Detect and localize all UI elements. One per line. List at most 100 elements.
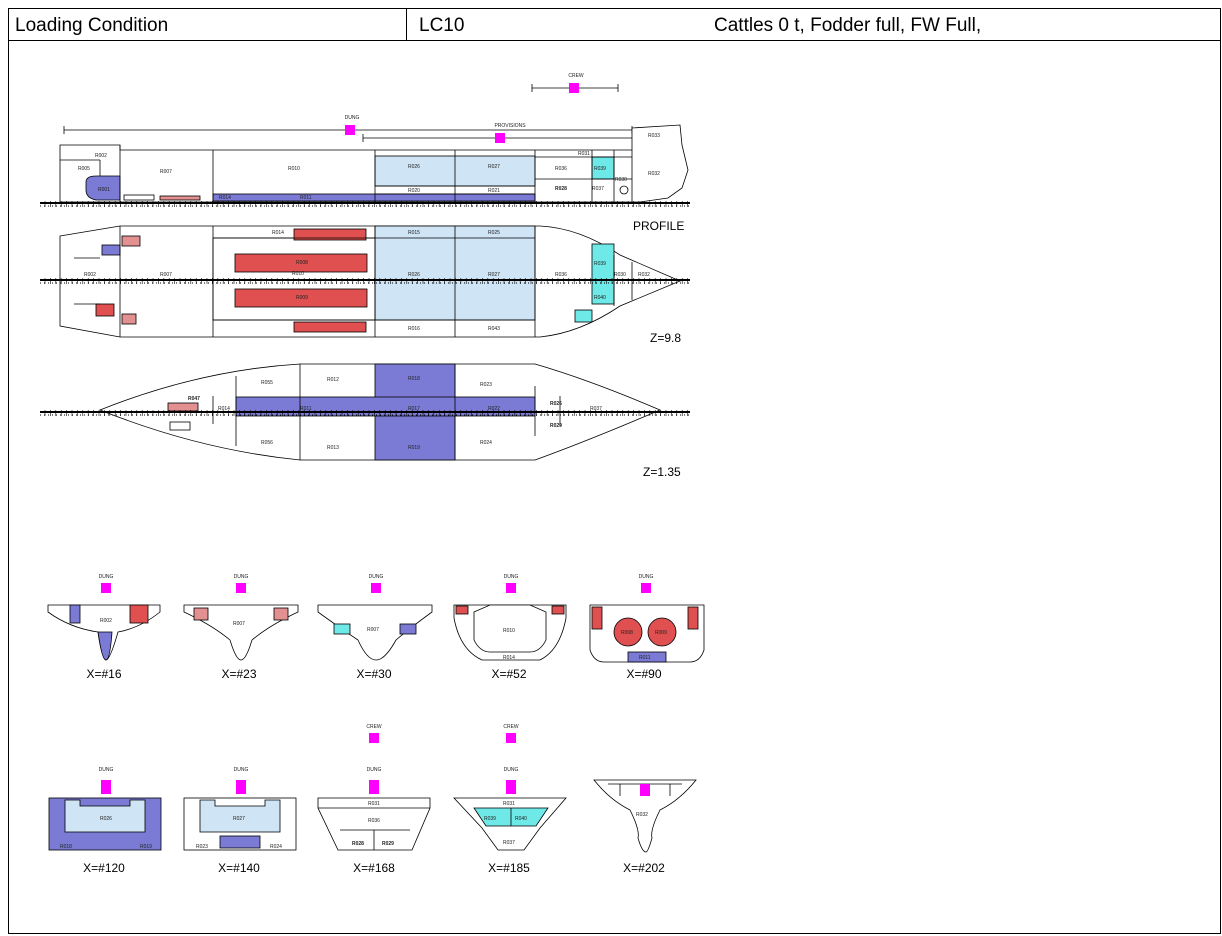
svg-text:R019: R019: [140, 844, 152, 850]
svg-text:R055: R055: [261, 380, 273, 386]
svg-text:DUNG: DUNG: [99, 767, 114, 773]
dung-mass-marker-profile: DUNG: [63, 115, 633, 135]
profile-baseline-scale: [40, 201, 690, 207]
plan-lower-z-label: Z=1.35: [643, 465, 681, 479]
svg-text:R029: R029: [382, 841, 394, 847]
svg-text:R002: R002: [84, 272, 96, 278]
svg-text:R011: R011: [300, 406, 312, 412]
svg-text:R024: R024: [480, 440, 492, 446]
svg-text:R047: R047: [188, 396, 200, 402]
provisions-mass-marker: PROVISIONS: [362, 123, 641, 143]
section-x90: DUNG R008 R009 R011: [589, 574, 705, 663]
svg-text:DUNG: DUNG: [639, 574, 654, 580]
section-x16: DUNG R002: [47, 574, 161, 661]
crew-mass-marker-profile: CREW: [531, 73, 619, 93]
svg-text:DUNG: DUNG: [345, 115, 360, 121]
svg-text:R007: R007: [233, 621, 245, 627]
svg-text:DUNG: DUNG: [367, 767, 382, 773]
svg-text:X=#52: X=#52: [491, 667, 526, 681]
svg-text:R026: R026: [100, 816, 112, 822]
svg-text:R019: R019: [408, 445, 420, 451]
svg-text:R002: R002: [100, 618, 112, 624]
svg-text:X=#16: X=#16: [86, 667, 121, 681]
header-label: Loading Condition: [15, 15, 169, 36]
svg-text:R032: R032: [636, 812, 648, 818]
svg-text:R014: R014: [218, 406, 230, 412]
svg-text:R028: R028: [352, 841, 364, 847]
header-divider: [406, 9, 407, 40]
svg-text:R036: R036: [555, 272, 567, 278]
section-x120: DUNG R026 R018 R019: [48, 767, 162, 851]
svg-text:R037: R037: [503, 840, 515, 846]
svg-text:R037: R037: [590, 406, 602, 412]
svg-text:R016: R016: [408, 326, 420, 332]
svg-text:R036: R036: [368, 818, 380, 824]
sections-row2-labels: X=#120 X=#140 X=#168 X=#185 X=#202: [83, 861, 665, 875]
svg-text:R023: R023: [480, 382, 492, 388]
svg-text:R039: R039: [594, 261, 606, 267]
svg-text:R023: R023: [196, 844, 208, 850]
svg-text:R036: R036: [555, 166, 567, 172]
plan-lower-centerline-scale: [40, 410, 690, 416]
svg-text:DUNG: DUNG: [504, 574, 519, 580]
svg-text:R039: R039: [594, 166, 606, 172]
svg-text:R031: R031: [578, 151, 590, 157]
svg-text:CREW: CREW: [503, 724, 519, 730]
svg-text:R033: R033: [648, 133, 660, 139]
svg-text:R010: R010: [292, 271, 304, 277]
svg-text:X=#30: X=#30: [356, 667, 391, 681]
svg-text:R018: R018: [408, 376, 420, 382]
svg-text:R010: R010: [288, 166, 300, 172]
svg-text:R026: R026: [408, 164, 420, 170]
svg-text:R009: R009: [655, 630, 667, 636]
svg-text:R025: R025: [488, 230, 500, 236]
svg-text:DUNG: DUNG: [234, 767, 249, 773]
svg-text:R032: R032: [648, 171, 660, 177]
svg-text:X=#140: X=#140: [218, 861, 260, 875]
svg-text:R011: R011: [300, 195, 312, 201]
svg-text:CREW: CREW: [366, 724, 382, 730]
svg-text:R007: R007: [367, 627, 379, 633]
section-x52: DUNG R010 R014: [453, 574, 567, 661]
svg-text:DUNG: DUNG: [99, 574, 114, 580]
svg-text:X=#168: X=#168: [353, 861, 395, 875]
section-x185: CREW DUNG R031 R039 R040 R037: [453, 724, 567, 851]
plan-lower-room-labels: R055 R012 R018 R023 R047 R014 R011 R017 …: [188, 376, 602, 451]
svg-text:R017: R017: [408, 406, 420, 412]
svg-text:R037: R037: [592, 186, 604, 192]
svg-text:X=#90: X=#90: [626, 667, 661, 681]
section-x23: DUNG R007: [183, 574, 299, 661]
svg-text:R040: R040: [594, 295, 606, 301]
svg-text:R028: R028: [555, 186, 567, 192]
profile-room-labels: R002 R005 R001 R007 R010 R014 R011 R026 …: [78, 133, 660, 201]
svg-text:R015: R015: [408, 230, 420, 236]
svg-text:R021: R021: [488, 188, 500, 194]
svg-text:R032: R032: [638, 272, 650, 278]
loading-condition-description: Cattles 0 t, Fodder full, FW Full,: [714, 15, 982, 36]
svg-text:R010: R010: [503, 628, 515, 634]
svg-text:R027: R027: [488, 164, 500, 170]
header-bar: Loading Condition LC10 Cattles 0 t, Fodd…: [8, 8, 1221, 41]
svg-text:R030: R030: [615, 177, 627, 183]
svg-text:R002: R002: [95, 153, 107, 159]
svg-text:R014: R014: [503, 655, 515, 661]
svg-text:R001: R001: [98, 187, 110, 193]
svg-text:R007: R007: [160, 272, 172, 278]
section-x168: CREW DUNG R031 R036 R028 R029: [317, 724, 431, 851]
svg-text:R024: R024: [270, 844, 282, 850]
svg-text:R008: R008: [621, 630, 633, 636]
loading-condition-code: LC10: [419, 15, 465, 36]
profile-view: [59, 124, 689, 203]
svg-text:R030: R030: [614, 272, 626, 278]
svg-text:DUNG: DUNG: [234, 574, 249, 580]
svg-text:R026: R026: [550, 401, 562, 407]
svg-text:X=#185: X=#185: [488, 861, 530, 875]
plan-upper-centerline-scale: [40, 278, 690, 284]
svg-text:X=#202: X=#202: [623, 861, 665, 875]
svg-text:X=#23: X=#23: [221, 667, 256, 681]
svg-text:DUNG: DUNG: [504, 767, 519, 773]
svg-text:R020: R020: [408, 188, 420, 194]
svg-text:R031: R031: [368, 801, 380, 807]
section-x30: DUNG R007: [317, 574, 433, 661]
